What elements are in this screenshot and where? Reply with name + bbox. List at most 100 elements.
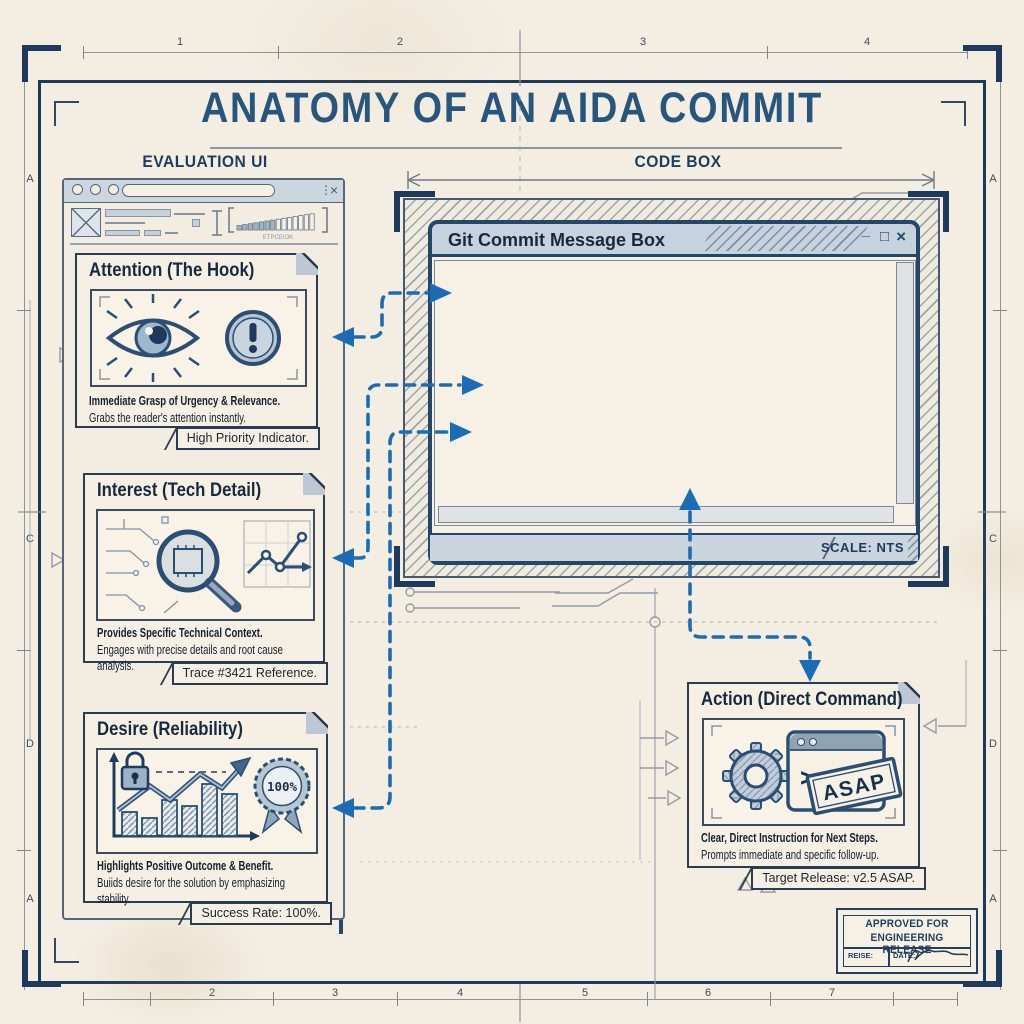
wireframe-bar bbox=[105, 209, 171, 217]
card-title: Action (Direct Command) bbox=[701, 689, 903, 710]
ruler-label: 4 bbox=[863, 36, 871, 48]
ruler-right-line bbox=[1000, 60, 1002, 990]
dogear-fold bbox=[303, 473, 325, 495]
wireframe-bar bbox=[144, 230, 161, 236]
titlebar-hatch bbox=[700, 226, 868, 251]
ruler-label: D bbox=[989, 738, 997, 750]
ruler-label: D bbox=[26, 738, 34, 750]
url-bar[interactable] bbox=[122, 184, 275, 197]
stamp-line1: APPROVED FOR bbox=[865, 918, 949, 930]
stamp-vertical-divider bbox=[888, 947, 890, 966]
ruler-label: A bbox=[26, 893, 34, 905]
ruler-label: 1 bbox=[176, 36, 184, 48]
action-illustration: >_ ASAP bbox=[702, 718, 905, 826]
dogear-fold bbox=[898, 682, 920, 704]
ruler-label: 3 bbox=[639, 36, 647, 48]
card-body-text: Engages with precise details and root ca… bbox=[97, 642, 283, 674]
page-title: ANATOMY OF AN AIDA COMMIT bbox=[200, 84, 824, 132]
commit-window-title: Git Commit Message Box bbox=[448, 230, 666, 250]
card-body-text: Buiids desire for the solution by emphas… bbox=[97, 875, 285, 907]
close-icon[interactable]: × bbox=[896, 227, 906, 246]
ruler-left-line bbox=[24, 60, 26, 990]
ruler-label: A bbox=[989, 173, 997, 185]
browser-titlebar: ⋮ × bbox=[64, 180, 343, 203]
ruler-label: 5 bbox=[581, 987, 589, 999]
close-icon[interactable]: × bbox=[330, 182, 339, 198]
scale-label: SCALE: NTS bbox=[821, 540, 904, 555]
stamp-field-date: DATE: bbox=[893, 951, 916, 960]
commit-titlebar: Git Commit Message Box _ □ × bbox=[428, 220, 920, 257]
traffic-light-icon[interactable] bbox=[108, 184, 119, 195]
ruler-top-line bbox=[83, 52, 967, 54]
desire-illustration: 100% bbox=[96, 748, 318, 854]
attention-illustration bbox=[90, 289, 307, 387]
card-bold-text: Highlights Positive Outcome & Benefit. bbox=[97, 859, 274, 873]
ruler-label: 4 bbox=[456, 987, 464, 999]
ruler-label: 6 bbox=[704, 987, 712, 999]
card-title: Desire (Reliability) bbox=[97, 719, 243, 740]
interest-illustration bbox=[96, 509, 315, 621]
wireframe-bar bbox=[105, 230, 140, 236]
card-tag-target-release: Target Release: v2.5 ASAP. bbox=[751, 867, 926, 890]
dogear-fold bbox=[306, 712, 328, 734]
card-body-text: Prompts immediate and specific follow-up… bbox=[701, 847, 879, 862]
i-beam-icon bbox=[212, 210, 222, 236]
card-tag-high-priority: High Priority Indicator. bbox=[175, 427, 320, 450]
traffic-light-icon[interactable] bbox=[90, 184, 101, 195]
stamp-divider bbox=[844, 947, 970, 949]
ruler-label: A bbox=[26, 173, 34, 185]
page-corner-brackets bbox=[22, 45, 1002, 987]
traffic-light-icon[interactable] bbox=[72, 184, 83, 195]
ruler-label: 2 bbox=[208, 987, 216, 999]
maximize-icon[interactable]: □ bbox=[879, 228, 889, 245]
gear-icon bbox=[722, 742, 790, 810]
wireframe-slider[interactable] bbox=[192, 219, 200, 227]
card-action: Action (Direct Command) bbox=[687, 682, 926, 890]
dogear-fold bbox=[296, 253, 318, 275]
stamp-field-reise: REISE: bbox=[848, 951, 874, 960]
eye-and-alert-icons bbox=[99, 294, 298, 382]
browser-separator bbox=[70, 243, 338, 245]
card-interest: Interest (Tech Detail) bbox=[83, 473, 328, 685]
commit-status-bar: SCALE: NTS bbox=[430, 533, 918, 561]
ruler-label: 7 bbox=[828, 987, 836, 999]
mini-bar-chart-icon: ETPCEIOK bbox=[228, 207, 328, 240]
card-body-text: Grabs the reader's attention instantly. bbox=[89, 410, 246, 425]
ruler-label: 3 bbox=[331, 987, 339, 999]
horizontal-scrollbar[interactable] bbox=[438, 506, 894, 523]
card-tag-trace-reference: Trace #3421 Reference. bbox=[171, 662, 328, 685]
card-tag-success-rate: Success Rate: 100%. bbox=[190, 902, 332, 925]
card-bold-text: Clear, Direct Instruction for Next Steps… bbox=[701, 831, 878, 845]
magnifier-icon bbox=[156, 529, 242, 613]
dimension-line bbox=[407, 171, 935, 189]
exclamation-icon bbox=[225, 310, 281, 366]
bar-chart-icon bbox=[109, 752, 260, 841]
image-placeholder-icon bbox=[71, 208, 101, 237]
card-bold-text: Immediate Grasp of Urgency & Relevance. bbox=[89, 394, 281, 408]
line-chart-icon bbox=[243, 520, 312, 588]
card-bold-text: Provides Specific Technical Context. bbox=[97, 626, 263, 640]
signature bbox=[907, 949, 969, 963]
lock-icon bbox=[120, 751, 150, 791]
ruler-label: A bbox=[989, 893, 997, 905]
circuit-icon bbox=[106, 516, 179, 614]
section-header-evaluation-ui: EVALUATION UI bbox=[142, 152, 268, 171]
minimize-icon[interactable]: _ bbox=[861, 222, 870, 239]
ruler-label: 2 bbox=[396, 36, 404, 48]
inner-border-frame bbox=[38, 80, 986, 984]
kebab-icon[interactable]: ⋮ bbox=[320, 183, 332, 197]
card-title: Attention (The Hook) bbox=[89, 260, 255, 281]
vertical-scrollbar[interactable] bbox=[896, 262, 914, 504]
rosette-badge: 100% bbox=[253, 757, 311, 835]
commit-text-area[interactable] bbox=[434, 260, 916, 526]
approval-stamp-inner: APPROVED FOR ENGINEERING RELEASE REISE: … bbox=[843, 915, 971, 967]
approval-stamp: APPROVED FOR ENGINEERING RELEASE REISE: … bbox=[836, 908, 978, 974]
card-desire: Desire (Reliability) bbox=[83, 712, 332, 925]
ruler-label: C bbox=[989, 533, 997, 545]
title-underline bbox=[210, 147, 842, 149]
section-header-code-box: CODE BOX bbox=[634, 152, 722, 171]
status-hatch bbox=[908, 535, 918, 561]
eye-icon bbox=[105, 294, 201, 382]
badge-label: 100% bbox=[267, 779, 298, 794]
